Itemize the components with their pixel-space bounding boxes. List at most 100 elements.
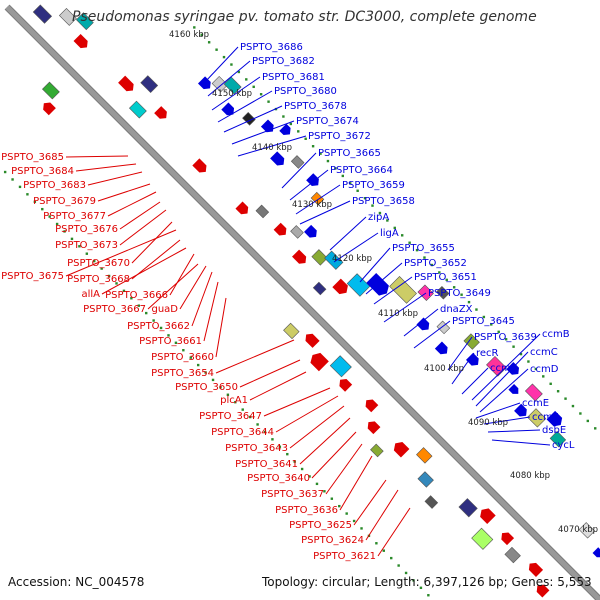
kbp-label: 4110 kbp bbox=[378, 309, 418, 319]
leader-line bbox=[207, 60, 251, 97]
gene-box bbox=[290, 155, 305, 169]
accession-label: Accession: NC_004578 bbox=[8, 575, 145, 589]
leader-line bbox=[483, 416, 531, 425]
reverse-gene-label: PSPTO_3643 bbox=[225, 443, 288, 454]
gene-box bbox=[140, 75, 159, 94]
forward-gene-label: PSPTO_3655 bbox=[392, 243, 455, 254]
inner-dot bbox=[107, 274, 111, 278]
gene-feature bbox=[270, 151, 285, 166]
forward-gene-label: ccmA bbox=[490, 363, 518, 374]
reverse-gene-label: PSPTO_3654 bbox=[151, 368, 214, 379]
gene-feature bbox=[42, 81, 60, 100]
outer-dot bbox=[193, 26, 196, 29]
leader-line bbox=[281, 152, 317, 189]
gene-feature bbox=[32, 4, 53, 24]
gene-feature bbox=[527, 408, 547, 428]
outer-dot bbox=[215, 48, 218, 51]
outer-dot bbox=[556, 390, 560, 393]
gene-arrow bbox=[306, 173, 319, 186]
leader-line bbox=[203, 281, 219, 342]
inner-dot bbox=[278, 445, 282, 448]
gene-feature bbox=[367, 421, 381, 435]
outer-dot bbox=[334, 167, 337, 170]
outer-dot bbox=[497, 330, 500, 334]
leader-line bbox=[223, 105, 283, 133]
outer-dot bbox=[430, 263, 434, 267]
outer-dot bbox=[363, 196, 367, 200]
leader-line bbox=[107, 191, 157, 217]
outer-dot bbox=[237, 70, 241, 74]
gene-feature bbox=[305, 333, 320, 348]
forward-gene-label: PSPTO_3686 bbox=[240, 42, 303, 53]
outer-dot bbox=[549, 382, 552, 386]
forward-gene-label: PSPTO_3639 bbox=[474, 332, 537, 343]
forward-gene-label: PSPTO_3665 bbox=[318, 148, 381, 159]
leader-line bbox=[353, 479, 387, 526]
gene-feature bbox=[260, 119, 274, 133]
gene-feature bbox=[458, 498, 478, 518]
gene-box bbox=[524, 383, 543, 402]
inner-dot bbox=[375, 542, 378, 545]
gene-feature bbox=[471, 527, 494, 550]
outer-dot bbox=[490, 323, 493, 326]
outer-dot bbox=[423, 256, 426, 259]
inner-dot bbox=[152, 319, 155, 322]
leader-line bbox=[295, 184, 341, 215]
gene-box bbox=[283, 322, 300, 340]
gene-feature bbox=[223, 76, 242, 95]
leader-line bbox=[475, 402, 521, 419]
forward-gene-label: PSPTO_3674 bbox=[296, 116, 359, 127]
reverse-gene-label: PSPTO_3683 bbox=[23, 180, 86, 191]
leader-line bbox=[169, 253, 195, 296]
gene-box bbox=[58, 8, 77, 26]
forward-gene-label: ccmC bbox=[530, 347, 558, 358]
reverse-gene-label: PSPTO_3660 bbox=[151, 352, 214, 363]
outer-dot bbox=[252, 85, 255, 89]
leader-line bbox=[325, 443, 363, 495]
gene-feature bbox=[58, 8, 77, 26]
gene-feature bbox=[273, 222, 287, 236]
reverse-gene-label: PSPTO_3641 bbox=[235, 459, 298, 470]
outer-dot bbox=[207, 41, 211, 44]
kbp-label: 4150 kbp bbox=[212, 89, 252, 99]
inner-dot bbox=[63, 230, 66, 233]
outer-dot bbox=[222, 55, 226, 59]
gene-box bbox=[255, 204, 270, 219]
forward-gene-label: PSPTO_3649 bbox=[428, 288, 491, 299]
gene-box bbox=[471, 527, 494, 550]
outer-dot bbox=[349, 182, 352, 185]
reverse-gene-label: PSPTO_3624 bbox=[301, 535, 364, 546]
inner-dot bbox=[78, 245, 81, 248]
outer-dot bbox=[259, 93, 263, 96]
inner-dot bbox=[159, 326, 163, 330]
label-leader-lines bbox=[65, 46, 551, 557]
forward-gene-label: PSPTO_3652 bbox=[404, 258, 467, 269]
leader-line bbox=[289, 169, 329, 201]
leader-line bbox=[383, 292, 427, 323]
gene-arrow bbox=[221, 102, 235, 116]
gene-box bbox=[311, 249, 328, 266]
leader-line bbox=[101, 247, 187, 295]
gene-arrow bbox=[43, 102, 56, 116]
outer-dot bbox=[579, 412, 582, 415]
gene-feature bbox=[329, 355, 352, 378]
kbp-label: 4130 kbp bbox=[292, 200, 332, 210]
leader-line bbox=[451, 352, 475, 385]
reverse-gene-label: plcA1 bbox=[220, 395, 248, 406]
inner-dot bbox=[419, 586, 423, 590]
gene-feature bbox=[211, 75, 229, 93]
gene-feature bbox=[436, 320, 451, 335]
outer-dot bbox=[564, 397, 567, 400]
reverse-gene-label: PSPTO_3676 bbox=[55, 224, 118, 235]
leader-line bbox=[131, 239, 181, 280]
reverse-gene-label: PSPTO_3636 bbox=[275, 505, 338, 516]
reverse-gene-label: PSPTO_3673 bbox=[55, 240, 118, 251]
gene-arrow bbox=[279, 123, 291, 136]
reverse-gene-label: PSPTO_3675 bbox=[1, 271, 64, 282]
reverse-gene-label: PSPTO_3677 bbox=[43, 211, 106, 222]
forward-gene-label: ccmB bbox=[542, 329, 570, 340]
outer-dot bbox=[452, 286, 456, 289]
leader-line bbox=[97, 183, 151, 202]
inner-dot bbox=[286, 452, 289, 456]
